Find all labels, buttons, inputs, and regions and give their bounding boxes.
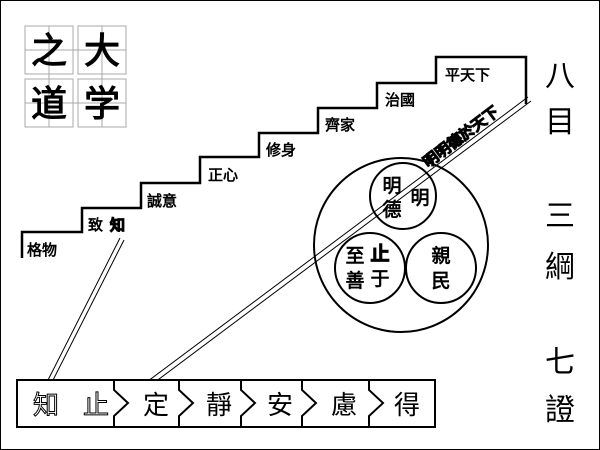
chevrons: [113, 380, 385, 427]
proof-de: 得: [394, 391, 420, 421]
circle-qinmin: [405, 232, 477, 304]
step-chengyi: 誠意: [147, 192, 177, 210]
title-char: 学: [84, 83, 120, 125]
title-char: 之: [31, 31, 67, 72]
title-char: 大: [84, 31, 120, 72]
proof-lu: 慮: [331, 391, 357, 421]
circle-text: 親: [431, 244, 450, 267]
circle-text: 止: [370, 243, 389, 265]
title-grid: [24, 25, 127, 128]
step-zhengxin: 正心: [208, 166, 238, 184]
step-gewu: 格物: [27, 241, 57, 259]
circle-text: 善: [345, 269, 364, 292]
label-zheng: 證: [545, 393, 575, 428]
proof-zhi: 知: [33, 391, 59, 421]
circle-text: 明: [410, 187, 429, 209]
title-char: 道: [31, 84, 67, 125]
staircase: [20, 55, 528, 258]
proof-ding: 定: [143, 391, 169, 421]
step-pingtianxia: 平天下: [445, 66, 490, 84]
proof-zhi2: 止: [83, 391, 109, 421]
outer-circle: [313, 157, 489, 333]
step-zhiguo: 治國: [385, 91, 415, 109]
proof-an: 安: [267, 391, 293, 421]
step-qijia: 齊家: [324, 116, 355, 134]
label-gang: 綱: [545, 250, 575, 285]
band-zhizhi-to-pingtianxia: [127, 96, 532, 401]
circle-text: 至: [345, 245, 364, 267]
label-ba: 八: [545, 59, 575, 94]
circle-text: 德: [382, 198, 401, 221]
proof-jing: 靜: [206, 391, 232, 421]
label-san: 三: [545, 199, 575, 234]
label-mu: 目: [545, 105, 575, 140]
step-zhi-outlined: 知: [110, 216, 125, 234]
circle-text: 民: [431, 270, 450, 292]
circle-mingde: [369, 162, 437, 230]
band-zhi-to-zhizhi: [45, 237, 125, 387]
step-zhi: 致: [88, 216, 104, 234]
step-xiushen: 修身: [265, 141, 296, 159]
seven-proofs-box: [16, 379, 436, 428]
circle-text: 于: [370, 268, 389, 290]
label-qi: 七: [545, 345, 575, 380]
circle-text: 明: [382, 175, 401, 197]
